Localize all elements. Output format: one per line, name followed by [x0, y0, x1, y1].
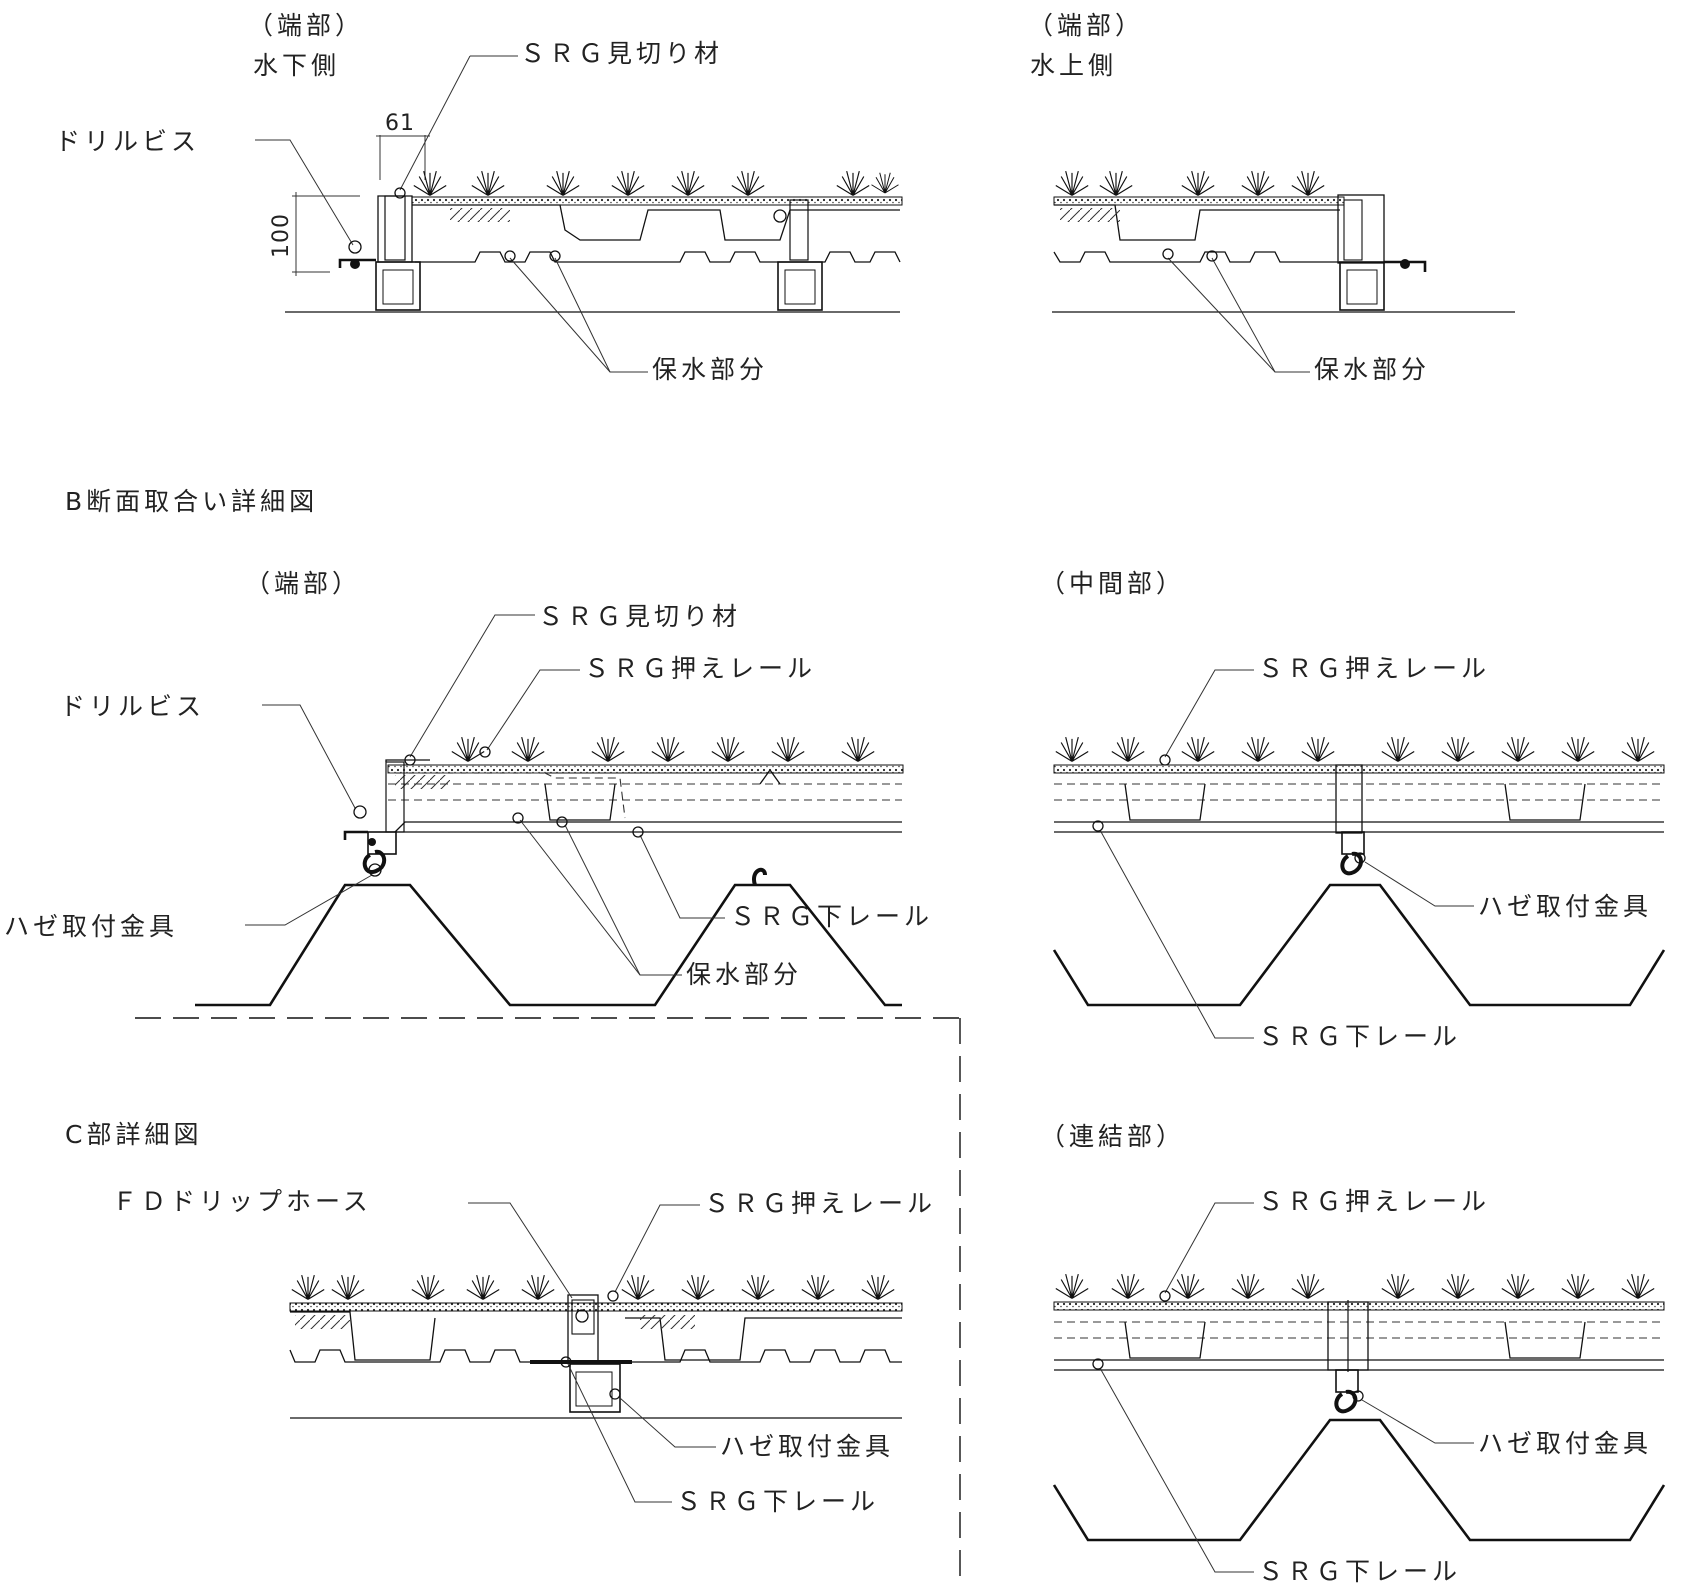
label-top-left-side: 水下側: [253, 51, 340, 80]
label-srg-osae-3: ＳＲＧ押えレール: [704, 1189, 936, 1218]
label-hosui-2: 保水部分: [1314, 355, 1430, 384]
label-hosui-3: 保水部分: [686, 960, 802, 989]
label-srg-shita-1: ＳＲＧ下レール: [730, 902, 933, 931]
top-right-detail: （端部） 水上側 保水部分: [1028, 11, 1515, 384]
label-top-right-side: 水上側: [1030, 51, 1117, 80]
label-srg-mikiri-2: ＳＲＧ見切り材: [538, 602, 741, 631]
label-b-mid: （中間部）: [1040, 569, 1185, 598]
b-mid-detail: （中間部） ＳＲＧ押えレール ハゼ取付金具 ＳＲＧ下レール: [1040, 569, 1666, 1051]
label-haze-4: ハゼ取付金具: [1478, 1429, 1652, 1458]
label-srg-shita-2: ＳＲＧ下レール: [1258, 1022, 1461, 1051]
label-haze-1: ハゼ取付金具: [4, 912, 178, 941]
label-top-left-end: （端部）: [248, 11, 364, 40]
label-dim-100: 100: [269, 213, 294, 258]
label-drill-2: ドリルビス: [60, 692, 205, 721]
b-end-detail: （端部） ＳＲＧ見切り材 ＳＲＧ押えレール ドリルビス ハゼ取付金具 ＳＲＧ下レ…: [4, 569, 933, 1007]
label-dim-61: 61: [385, 111, 415, 136]
label-srg-osae-4: ＳＲＧ押えレール: [1258, 1187, 1490, 1216]
label-c-link: （連結部）: [1040, 1122, 1185, 1151]
c-detail: ＦＤドリップホース ＳＲＧ押えレール ハゼ取付金具 ＳＲＧ下レール: [112, 1187, 936, 1516]
label-srg-shita-4: ＳＲＧ下レール: [1258, 1557, 1461, 1586]
label-fd-hose: ＦＤドリップホース: [112, 1187, 372, 1216]
label-haze-3: ハゼ取付金具: [720, 1432, 894, 1461]
label-srg-shita-3: ＳＲＧ下レール: [676, 1487, 879, 1516]
top-left-detail: （端部） 水下側 ＳＲＧ見切り材 ドリルビス 61 100 保水部分: [55, 11, 903, 384]
title-section-c: C部詳細図: [65, 1120, 202, 1149]
c-link-detail: （連結部） ＳＲＧ押えレール ハゼ取付金具 ＳＲＧ下レール: [1040, 1122, 1666, 1586]
label-hosui-1: 保水部分: [652, 355, 768, 384]
label-srg-osae-2: ＳＲＧ押えレール: [1258, 654, 1490, 683]
label-haze-2: ハゼ取付金具: [1478, 892, 1652, 921]
label-srg-mikiri-1: ＳＲＧ見切り材: [520, 39, 723, 68]
label-top-right-end: （端部）: [1028, 11, 1144, 40]
title-section-b: B断面取合い詳細図: [65, 487, 318, 516]
label-drill-1: ドリルビス: [55, 127, 200, 156]
label-b-end: （端部）: [245, 569, 361, 598]
label-srg-osae-1: ＳＲＧ押えレール: [584, 654, 816, 683]
